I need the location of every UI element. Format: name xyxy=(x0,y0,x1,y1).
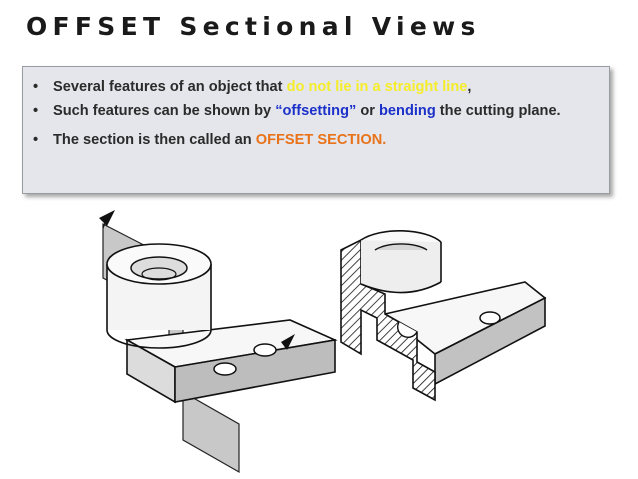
bullet-1: Several features of an object that do no… xyxy=(33,75,601,99)
bullet-2-text: Such features can be shown by xyxy=(53,103,276,119)
section-base-hole xyxy=(479,311,501,325)
bullet-2-middle: or xyxy=(356,103,379,119)
bullet-3: The section is then called an OFFSET SEC… xyxy=(33,128,601,152)
section-boss-body xyxy=(361,240,441,293)
base-hole-front xyxy=(213,362,237,376)
bullet-box: Several features of an object that do no… xyxy=(22,66,610,194)
bullet-1-text: Several features of an object that xyxy=(53,79,287,95)
view-arrow-right xyxy=(281,334,295,350)
slide-title: OFFSET Sectional Views xyxy=(26,12,481,41)
bullet-1-end: , xyxy=(467,79,472,95)
cutting-plane-through-part-icon xyxy=(99,210,338,474)
bullet-2: Such features can be shown by “offsettin… xyxy=(33,99,601,123)
bullet-2-highlight-bending: bending xyxy=(379,103,436,119)
bullet-2-highlight-offsetting: “offsetting” xyxy=(275,103,357,119)
base-block-side-face xyxy=(174,339,336,403)
bullet-3-text: The section is then called an xyxy=(53,132,256,148)
bullet-3-highlight: OFFSET SECTION. xyxy=(255,132,387,148)
section-cut-face xyxy=(340,238,436,402)
bullet-2-end: the cutting plane. xyxy=(435,103,561,119)
base-hole-right xyxy=(253,343,277,357)
bullet-1-highlight: do not lie in a straight line xyxy=(286,79,468,95)
offset-section-part-icon xyxy=(340,230,547,402)
offset-section-figure xyxy=(99,210,547,474)
